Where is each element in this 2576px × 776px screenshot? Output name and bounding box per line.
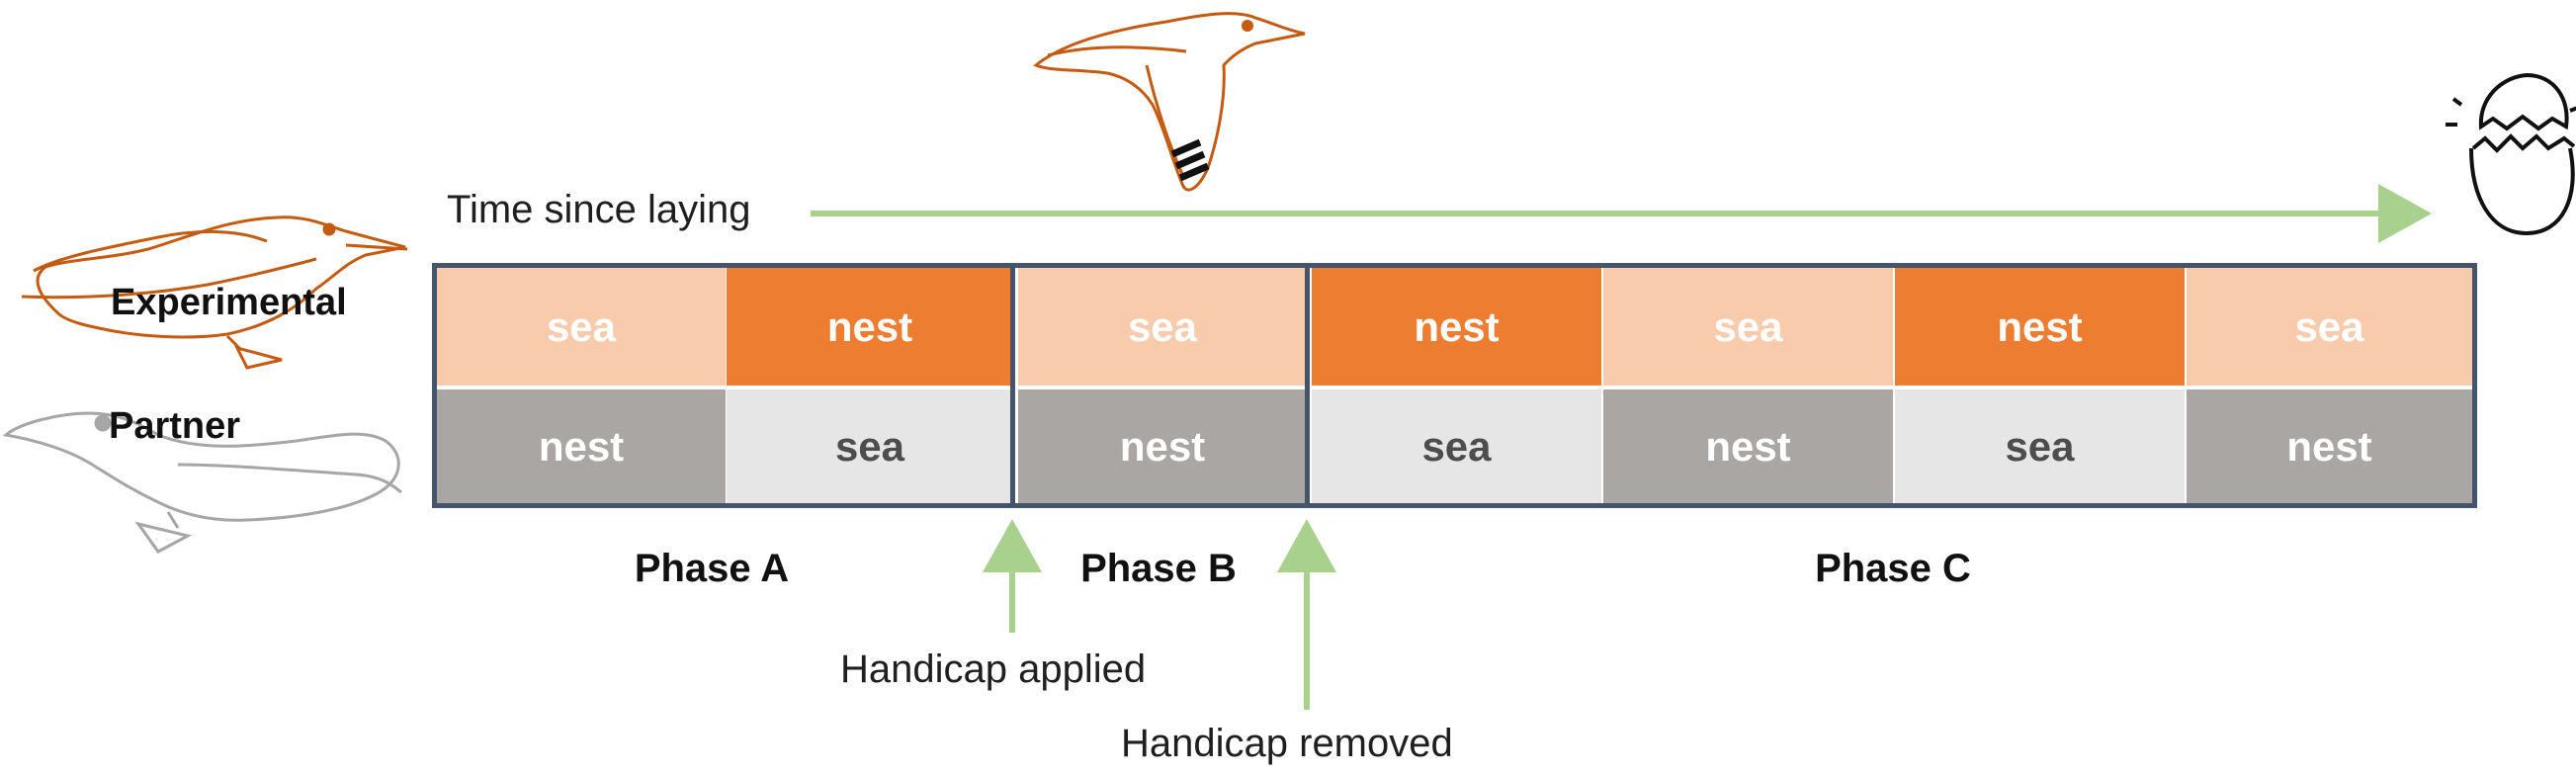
experimental-cell: sea — [1603, 268, 1893, 386]
handicap-applied-label: Handicap applied — [840, 647, 1147, 691]
schedule-grid: sea nest sea nest sea nest sea nest sea … — [432, 263, 2477, 508]
phase-divider-b-c — [1305, 263, 1310, 508]
experimental-cell: sea — [1018, 268, 1307, 386]
experimental-cell: sea — [437, 268, 726, 386]
experimental-cell: nest — [1895, 268, 2185, 386]
time-since-laying-label: Time since laying — [447, 188, 751, 231]
experimental-cell: nest — [1312, 268, 1601, 386]
partner-cell: nest — [437, 389, 726, 503]
partner-cell: sea — [1312, 389, 1601, 503]
partner-cell: nest — [1018, 389, 1307, 503]
seabird-flying-with-handicap-icon — [1033, 12, 1306, 192]
seabird-resting-grey-icon — [2, 411, 402, 554]
phase-divider-a-b — [1010, 263, 1015, 508]
partner-cell: nest — [1603, 389, 1893, 503]
phase-label-a: Phase A — [634, 547, 790, 590]
row-label-experimental: Experimental — [111, 282, 347, 323]
partner-cell: sea — [1895, 389, 2185, 503]
row-label-partner: Partner — [109, 405, 241, 447]
partner-cell: nest — [2187, 389, 2472, 503]
partner-cell: sea — [727, 389, 1013, 503]
experimental-cell: sea — [2187, 268, 2472, 386]
seabird-resting-orange-icon — [21, 216, 408, 370]
phase-label-c: Phase C — [1815, 547, 1971, 590]
hatching-egg-icon — [2446, 72, 2576, 236]
handicap-removed-label: Handicap removed — [1121, 722, 1453, 765]
phase-label-b: Phase B — [1080, 547, 1237, 590]
experimental-cell: nest — [727, 268, 1013, 386]
